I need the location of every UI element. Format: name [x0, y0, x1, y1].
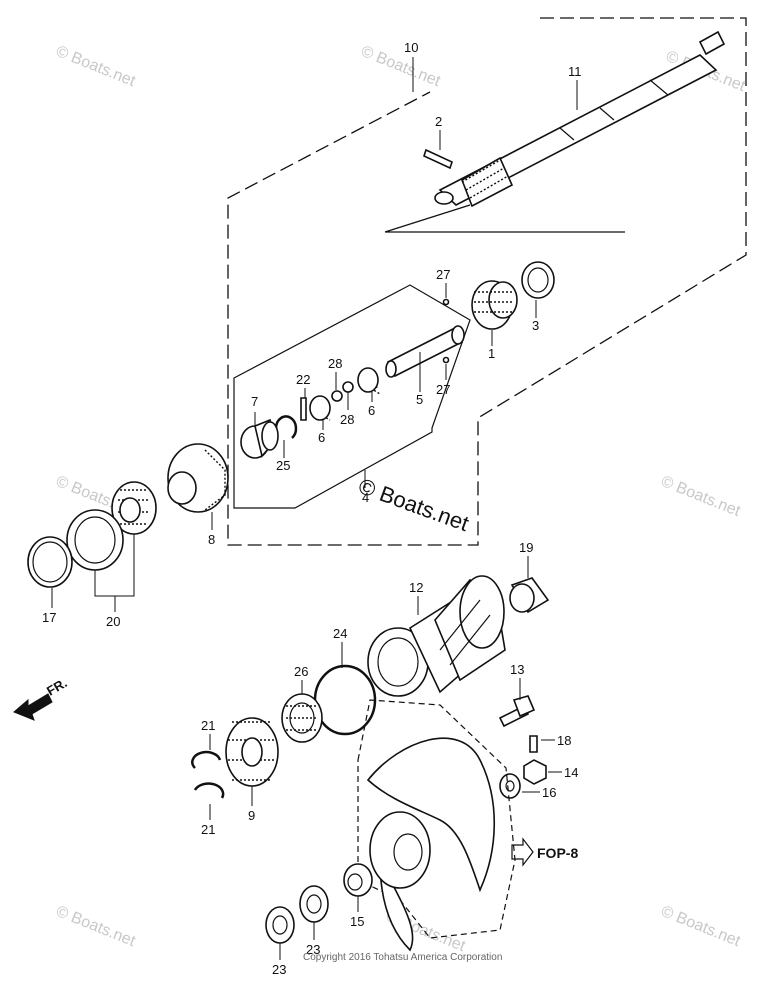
watermark-bottom-right: © Boats.net — [659, 903, 744, 950]
housing-12 — [367, 575, 506, 697]
callout-27-top: 27 — [436, 267, 450, 282]
callout-19: 19 — [519, 540, 533, 555]
bearing-19 — [509, 577, 550, 614]
fop-8-reference: FOP-8 — [511, 837, 578, 867]
callout-1: 1 — [488, 346, 495, 361]
callout-8: 8 — [208, 532, 215, 547]
callout-23-right: 23 — [306, 942, 320, 957]
callout-28-bottom: 28 — [340, 412, 354, 427]
shim-17 — [27, 536, 73, 588]
group-boundary-10 — [227, 17, 747, 546]
snap-ring-21b — [193, 782, 225, 799]
callout-11: 11 — [568, 64, 582, 79]
cotter-pin-18 — [529, 735, 538, 753]
callout-25: 25 — [276, 458, 290, 473]
washer-16 — [499, 773, 521, 799]
pin-27a — [442, 298, 450, 306]
clutch-1 — [471, 280, 518, 330]
callout-12: 12 — [409, 580, 423, 595]
front-arrow: FR. — [13, 675, 70, 721]
pin-22 — [300, 397, 307, 421]
callouts: 10 11 2 27 27 3 1 5 28 28 6 6 22 25 7 4 … — [42, 40, 582, 977]
callout-14: 14 — [564, 765, 578, 780]
propeller-boundary — [357, 699, 516, 939]
callout-26: 26 — [294, 664, 308, 679]
snap-ring-21a — [191, 750, 222, 769]
callout-17: 17 — [42, 610, 56, 625]
group-boundary-4 — [233, 284, 471, 509]
thrust-washer-23a — [299, 885, 329, 923]
watermark-top-center: © Boats.net — [359, 43, 444, 90]
callout-6-right: 6 — [368, 403, 375, 418]
shifter-rod-5 — [385, 325, 465, 378]
gear-8 — [167, 443, 229, 513]
callout-20: 20 — [106, 614, 120, 629]
callout-24: 24 — [333, 626, 347, 641]
callout-28-top: 28 — [328, 356, 342, 371]
callout-16: 16 — [542, 785, 556, 800]
watermark-mid-right: © Boats.net — [659, 473, 744, 520]
callout-6-left: 6 — [318, 430, 325, 445]
callout-7: 7 — [251, 394, 258, 409]
ball-28b — [342, 381, 354, 393]
plunger-7 — [240, 418, 279, 459]
callout-27-bottom: 27 — [436, 382, 450, 397]
callout-3: 3 — [532, 318, 539, 333]
callout-2: 2 — [435, 114, 442, 129]
bolt-13 — [498, 695, 536, 728]
propeller — [366, 737, 496, 952]
thrust-washer-23b — [265, 906, 295, 944]
callout-18: 18 — [557, 733, 571, 748]
bearing-26 — [281, 693, 323, 743]
bearing-20 — [111, 481, 157, 535]
pin-27b — [442, 356, 450, 364]
callout-22: 22 — [296, 372, 310, 387]
springs-6 — [309, 367, 381, 421]
center-watermark: © Boats.net — [355, 473, 472, 536]
callout-15: 15 — [350, 914, 364, 929]
nut-14 — [523, 759, 547, 785]
watermark-bottom-left: © Boats.net — [54, 903, 139, 950]
callout-23-left: 23 — [272, 962, 286, 977]
o-ring-24 — [313, 664, 377, 736]
callout-9: 9 — [248, 808, 255, 823]
callout-4: 4 — [362, 490, 369, 505]
callout-5: 5 — [416, 392, 423, 407]
callout-10: 10 — [404, 40, 418, 55]
callout-13: 13 — [510, 662, 524, 677]
ring-3 — [521, 261, 555, 299]
drive-shaft — [384, 30, 726, 233]
fop-8-label: FOP-8 — [537, 845, 578, 861]
circlip-25 — [274, 415, 298, 439]
leader-lines — [51, 57, 578, 960]
callout-21-bottom: 21 — [201, 822, 215, 837]
copyright-text: Copyright 2016 Tohatsu America Corporati… — [303, 952, 502, 963]
callout-21-top: 21 — [201, 718, 215, 733]
pin-2 — [423, 148, 453, 170]
watermark-top-left: © Boats.net — [54, 43, 139, 90]
ball-28a — [331, 390, 343, 402]
gear-9 — [225, 717, 279, 787]
